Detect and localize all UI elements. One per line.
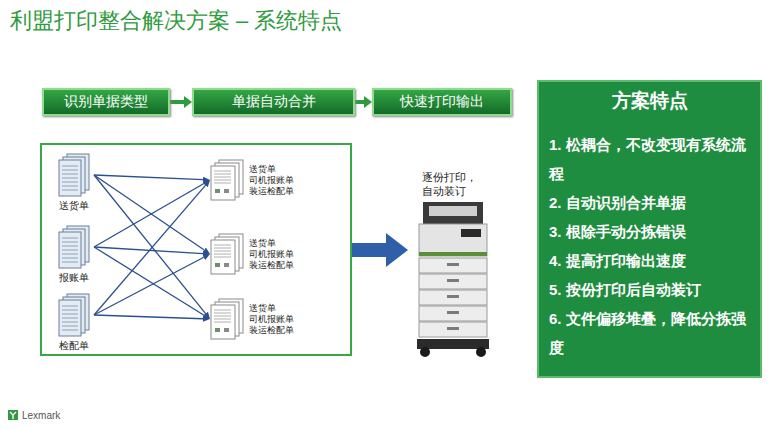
document-label: 检配单 bbox=[59, 339, 89, 353]
step-arrow bbox=[170, 100, 184, 104]
document-icon: 检配单 bbox=[54, 293, 94, 353]
feature-item: 3. 根除手动分拣错误 bbox=[549, 217, 750, 246]
page-title: 利盟打印整合解决方案 – 系统特点 bbox=[10, 6, 342, 36]
feature-panel: 方案特点 1. 松耦合，不改变现有系统流程2. 自动识别合并单据3. 根除手动分拣… bbox=[537, 80, 762, 378]
merged-document-stack: 送货单司机报账单装运检配单 bbox=[210, 159, 310, 201]
merge-arrow bbox=[94, 247, 203, 254]
document-stack-icon bbox=[58, 293, 90, 337]
merge-region: 送货单报账单检配单送货单司机报账单装运检配单送货单司机报账单装运检配单送货单司机… bbox=[40, 143, 352, 356]
merge-arrow bbox=[94, 175, 206, 314]
step-label: 单据自动合并 bbox=[232, 93, 316, 111]
document-label: 报账单 bbox=[59, 271, 89, 285]
merge-arrow bbox=[94, 257, 204, 315]
document-name: 司机报账单 bbox=[249, 249, 294, 260]
step-box: 快速打印输出 bbox=[372, 88, 512, 116]
flow-arrow bbox=[352, 243, 386, 257]
document-icon: 报账单 bbox=[54, 225, 94, 285]
document-name: 装运检配单 bbox=[249, 186, 294, 197]
lexmark-logo-icon bbox=[8, 410, 18, 420]
printer-illustration bbox=[413, 202, 493, 358]
merged-document-stack: 送货单司机报账单装运检配单 bbox=[210, 233, 310, 275]
document-name: 送货单 bbox=[249, 303, 294, 314]
document-name: 装运检配单 bbox=[249, 325, 294, 336]
document-list: 送货单司机报账单装运检配单 bbox=[249, 164, 294, 197]
step-label: 快速打印输出 bbox=[400, 93, 484, 111]
merge-arrow bbox=[94, 315, 203, 319]
feature-item: 2. 自动识别合并单据 bbox=[549, 188, 750, 217]
merged-pages-icon bbox=[210, 298, 244, 340]
panel-heading: 方案特点 bbox=[549, 88, 750, 114]
document-label: 送货单 bbox=[59, 199, 89, 213]
document-list: 送货单司机报账单装运检配单 bbox=[249, 238, 294, 271]
brand-logo-text: Lexmark bbox=[22, 410, 60, 421]
step-label: 识别单据类型 bbox=[64, 93, 148, 111]
document-name: 司机报账单 bbox=[249, 314, 294, 325]
document-name: 装运检配单 bbox=[249, 260, 294, 271]
merge-arrow bbox=[94, 184, 204, 247]
merged-document-stack: 送货单司机报账单装运检配单 bbox=[210, 298, 310, 340]
step-box: 单据自动合并 bbox=[192, 88, 355, 116]
document-name: 送货单 bbox=[249, 238, 294, 249]
merged-pages-icon bbox=[210, 159, 244, 201]
document-name: 司机报账单 bbox=[249, 175, 294, 186]
merge-arrow bbox=[94, 175, 204, 250]
merge-arrow bbox=[94, 247, 204, 315]
printer-caption: 逐份打印， 自动装订 bbox=[422, 170, 484, 198]
step-box: 识别单据类型 bbox=[42, 88, 170, 116]
document-list: 送货单司机报账单装运检配单 bbox=[249, 303, 294, 336]
printer-device: 逐份打印， 自动装订 bbox=[408, 170, 498, 358]
document-stack-icon bbox=[58, 225, 90, 269]
merge-arrow bbox=[94, 185, 205, 315]
document-icon: 送货单 bbox=[54, 153, 94, 213]
feature-item: 5. 按份打印后自动装订 bbox=[549, 275, 750, 304]
document-name: 送货单 bbox=[249, 164, 294, 175]
merge-arrow bbox=[94, 175, 203, 180]
feature-item: 4. 提高打印输出速度 bbox=[549, 246, 750, 275]
feature-item: 1. 松耦合，不改变现有系统流程 bbox=[549, 130, 750, 188]
document-stack-icon bbox=[58, 153, 90, 197]
merged-pages-icon bbox=[210, 233, 244, 275]
feature-item: 6. 文件偏移堆叠，降低分拣强度 bbox=[549, 304, 750, 362]
step-arrow bbox=[355, 100, 364, 104]
